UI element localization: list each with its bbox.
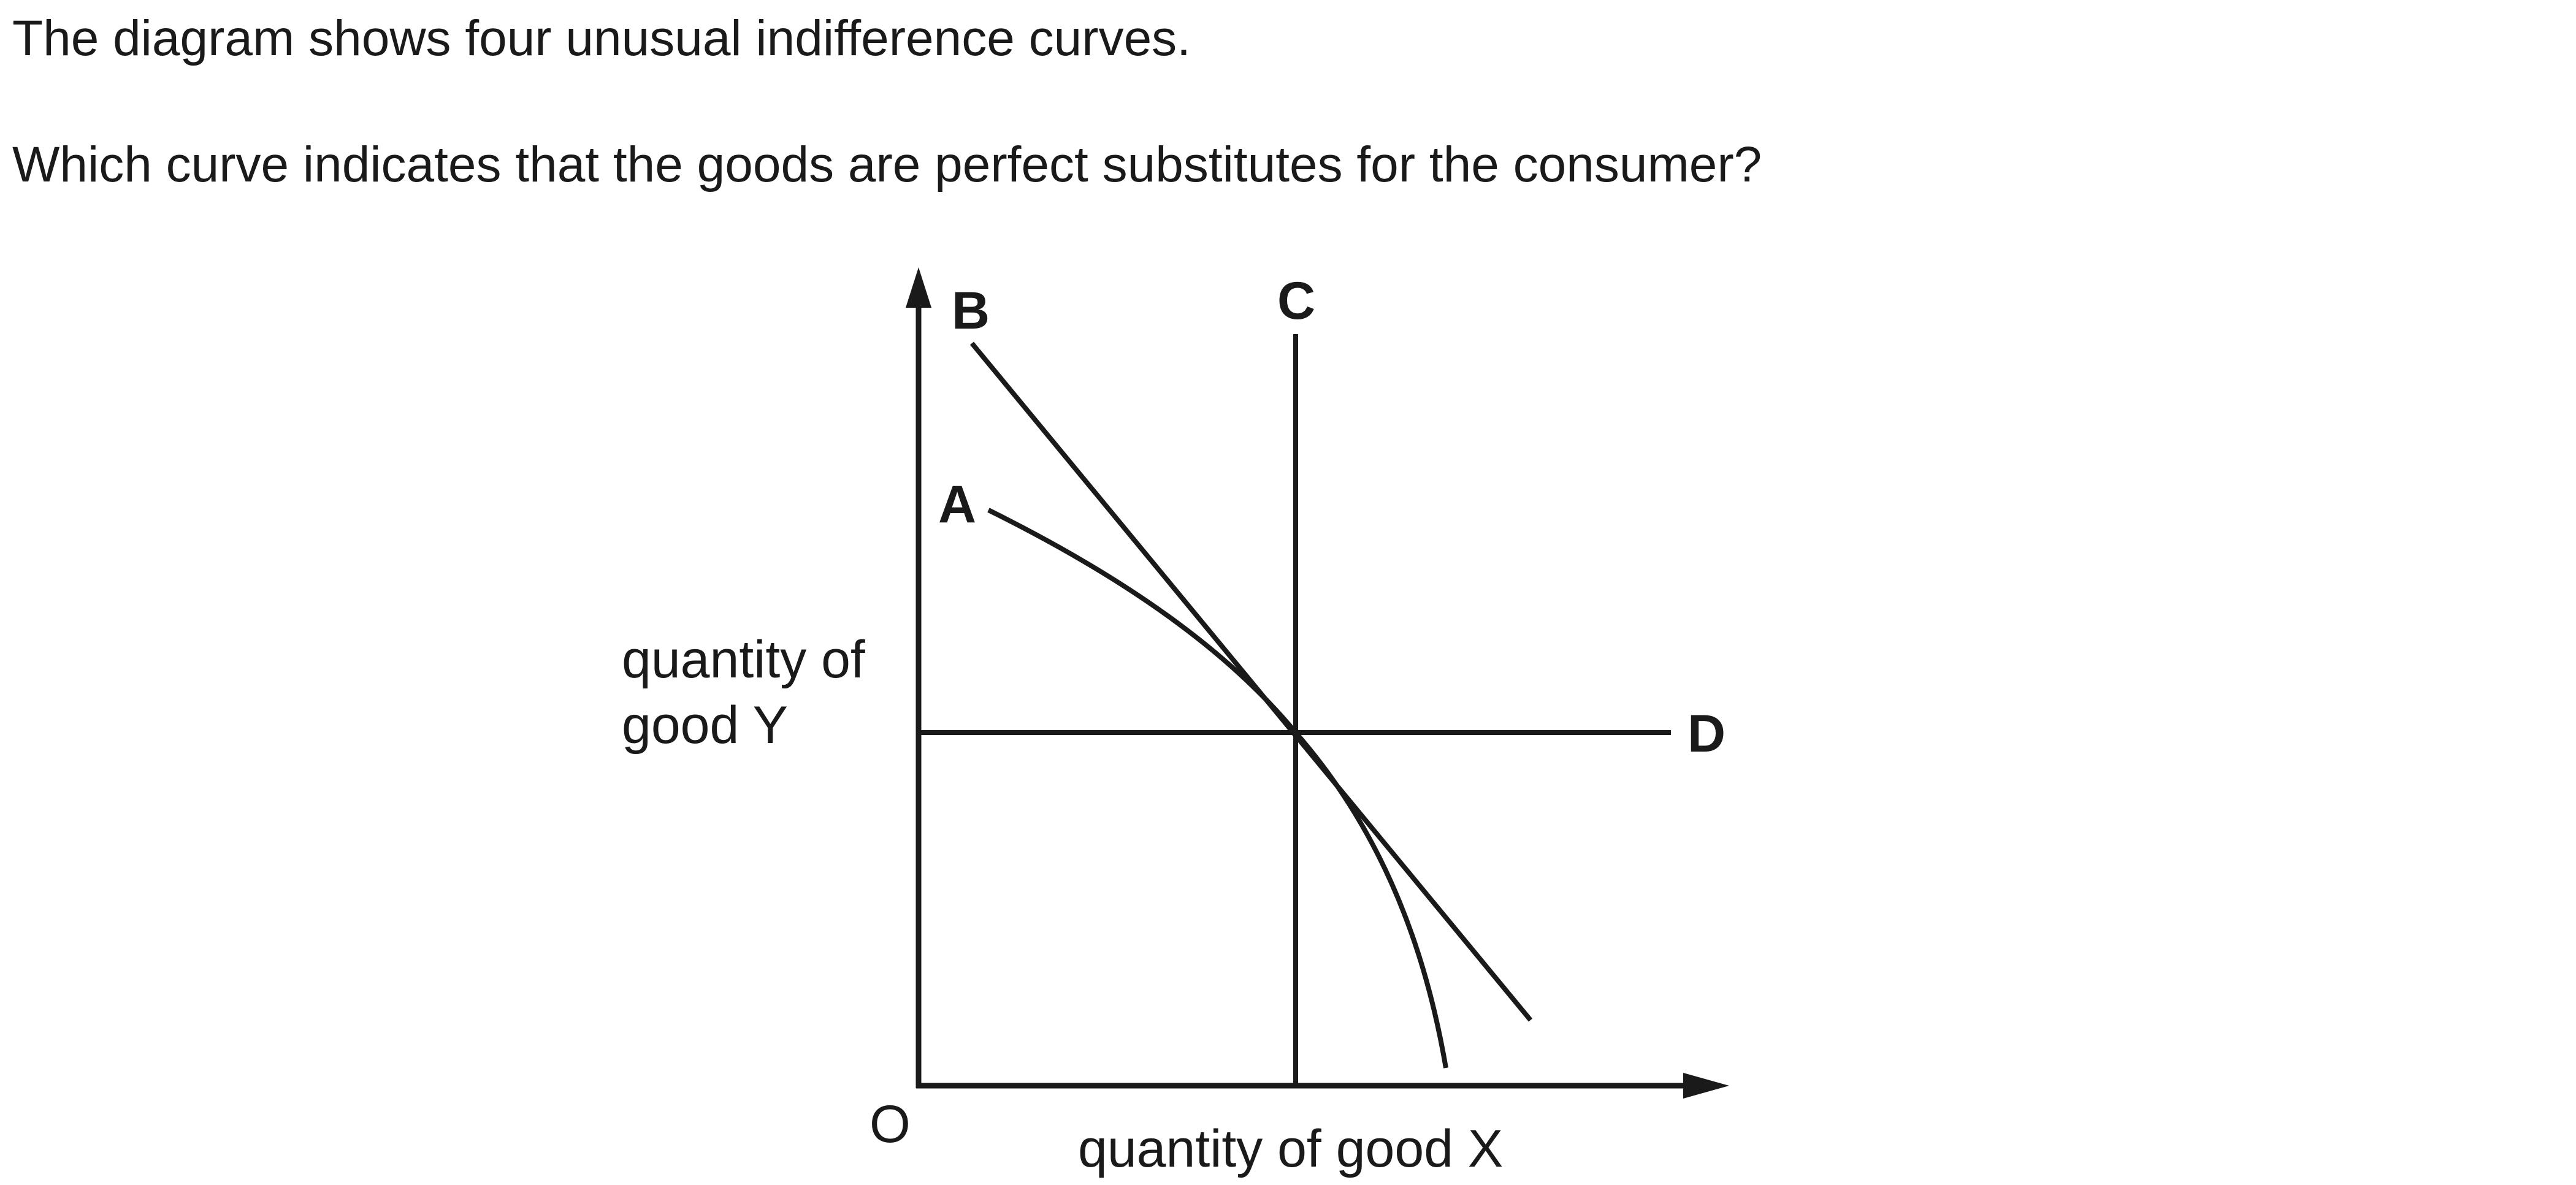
x-axis-label: quantity of good X [1078, 1119, 1503, 1178]
curve-label-b: B [952, 281, 990, 340]
origin-label: O [869, 1095, 911, 1154]
question-prompt: Which curve indicates that the goods are… [12, 137, 1762, 192]
curve-label-d: D [1687, 704, 1726, 763]
x-axis-arrowhead [1683, 1073, 1729, 1099]
curve-a [987, 508, 1448, 1069]
question-intro: The diagram shows four unusual indiffere… [12, 10, 1191, 66]
y-axis-arrowhead [906, 267, 931, 308]
y-axis-label-line-1: quantity of [622, 630, 866, 689]
curve-label-c: C [1277, 272, 1315, 330]
y-axis-label-line-2: good Y [622, 696, 788, 755]
curve-label-a: A [938, 475, 976, 534]
